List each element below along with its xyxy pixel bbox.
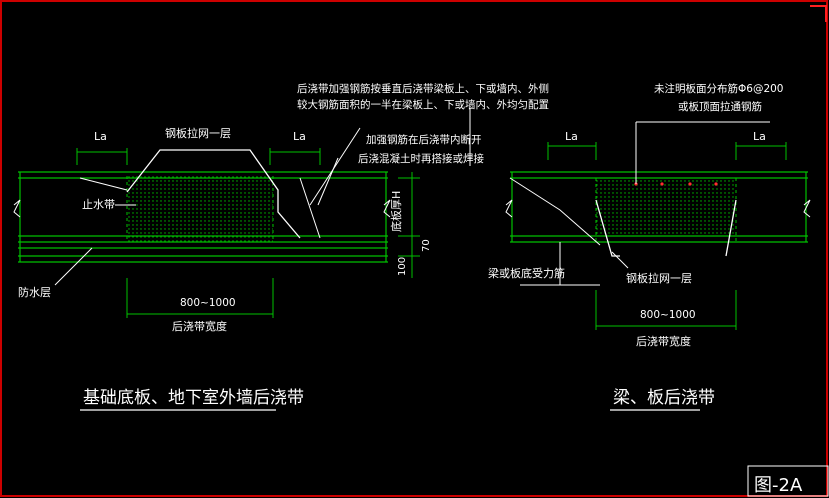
left-vertical-label: 底板厚H [389,191,403,232]
right-mesh-outline [595,199,737,257]
left-slab-lines [18,171,388,263]
left-break-mark-a [13,199,21,218]
left-title: 基础底板、地下室外墙后浇带 [83,388,304,408]
right-width-dim-text: 800~1000 [640,309,696,321]
right-la-left: La [565,130,578,143]
right-rebar-label: 梁或板底受力筋 [488,266,565,280]
left-sub-note-line2: 后浇混凝土时再搭接或焊接 [358,152,484,165]
right-note-leaders [520,121,770,286]
text-layer: 后浇带加强钢筋按垂直后浇带梁板上、下或墙内、外侧 较大钢筋面积的一半在梁板上、下… [18,82,803,496]
right-break-mark-a [505,199,513,218]
left-top-note-line2: 较大钢筋面积的一半在梁板上、下或墙内、外均匀配置 [297,98,549,111]
right-la-dims [547,142,787,160]
right-width-label: 后浇带宽度 [636,334,691,348]
left-width-label: 后浇带宽度 [172,319,227,333]
right-rebar-bent [509,177,601,246]
left-waterproof-label: 防水层 [18,285,51,299]
left-width-dim-text: 800~1000 [180,297,236,309]
left-la-left: La [94,130,107,143]
left-detail [13,108,471,318]
left-mesh-label: 钢板拉网一层 [165,126,231,140]
left-note-leaders [54,108,471,286]
right-note-line2: 或板顶面拉通钢筋 [678,100,762,113]
figure-label: 图-2A [754,475,803,496]
left-la-right: La [293,130,306,143]
right-width-dim [595,290,737,330]
right-pour-strip-hatch [596,178,736,236]
right-title: 梁、板后浇带 [613,388,715,408]
left-width-dim [126,278,274,318]
left-waterstop-label: 止水带 [82,198,115,211]
left-rebar-bent [299,177,321,239]
left-vertical-dim [398,172,420,278]
corner-mark [810,5,827,22]
left-mesh-leader-a [79,177,128,191]
figure-label-box [747,465,829,497]
left-break-mark-b [383,199,391,218]
left-dim-70: 70 [421,239,432,252]
right-detail [505,121,811,330]
left-sub-note-line1: 加强钢筋在后浇带内断开 [366,133,482,146]
left-mesh-outline [126,149,301,239]
right-note-line1: 未注明板面分布筋Φ6@200 [654,82,784,95]
right-break-mark-b [803,199,811,218]
right-la-right: La [753,130,766,143]
left-top-note-line1: 后浇带加强钢筋按垂直后浇带梁板上、下或墙内、外侧 [297,82,549,95]
left-pour-strip-hatch [127,176,273,242]
left-la-dims [76,148,321,165]
left-dim-100: 100 [397,257,408,276]
right-mesh-label: 钢板拉网一层 [626,271,692,285]
